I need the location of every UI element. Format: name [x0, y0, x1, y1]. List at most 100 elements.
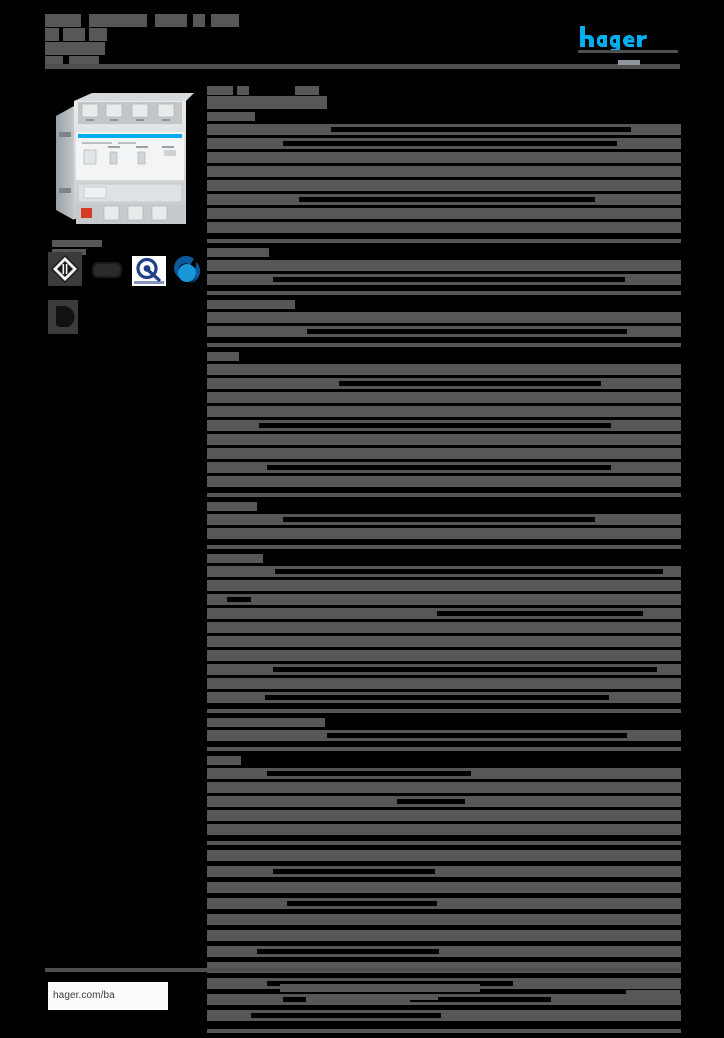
spec-row-background — [207, 946, 681, 957]
spec-row-background — [207, 782, 681, 793]
spec-leader-dots — [339, 381, 601, 386]
spec-text-block — [207, 678, 681, 689]
spec-row — [207, 124, 681, 135]
spec-text-line — [207, 392, 681, 403]
spec-text-line — [207, 208, 681, 219]
spec-text-block — [207, 622, 681, 633]
spec-leader-dots — [259, 423, 611, 428]
left-column — [48, 88, 198, 255]
page-title-block — [155, 14, 187, 27]
spec-row-background — [207, 866, 681, 877]
spec-row — [207, 1010, 681, 1023]
spec-text-line — [207, 152, 681, 163]
spec-text-block — [207, 650, 681, 661]
spec-section-title — [207, 352, 239, 361]
spec-text-block — [207, 580, 681, 591]
page-title — [45, 14, 345, 68]
spec-row — [207, 378, 681, 389]
section-divider — [207, 493, 681, 497]
spec-row — [207, 930, 681, 943]
spec-row — [207, 420, 681, 431]
spec-row — [207, 326, 681, 337]
spec-text-line — [207, 434, 681, 445]
spec-text-line — [207, 580, 681, 591]
blue-loop-logo — [172, 255, 204, 286]
spec-row — [207, 796, 681, 807]
spec-row — [207, 866, 681, 879]
page-subtitle-block — [45, 42, 105, 55]
footer-text-block — [306, 994, 410, 1002]
main-content — [207, 86, 681, 1038]
spec-row — [207, 978, 681, 991]
spec-text-line — [207, 824, 681, 835]
spec-sections — [207, 112, 681, 835]
spec-tail — [207, 841, 681, 1033]
spec-text-block — [207, 810, 681, 821]
spec-row — [207, 768, 681, 779]
spec-leader-dots — [437, 611, 643, 616]
page-subtitle-block — [69, 56, 99, 66]
spec-text-line — [207, 622, 681, 633]
footer-url[interactable]: hager.com/ba — [53, 990, 115, 1001]
spec-row — [207, 462, 681, 473]
page-title-block — [211, 14, 239, 27]
spec-text-block — [207, 528, 681, 539]
spec-leader-dots — [299, 197, 595, 202]
footer-page-number — [600, 980, 700, 1004]
spec-text-block — [207, 636, 681, 647]
content-heading-block — [207, 96, 327, 109]
page-subtitle-block — [45, 56, 63, 66]
spec-text-block — [207, 434, 681, 445]
spec-text-block — [207, 448, 681, 459]
section-divider — [207, 1029, 681, 1033]
footer-url-box[interactable]: hager.com/ba — [48, 982, 168, 1010]
spec-row — [207, 138, 681, 149]
spec-row — [207, 962, 681, 975]
spec-leader-dots — [273, 277, 625, 282]
spec-text-block — [207, 476, 681, 487]
spec-text-line — [207, 166, 681, 177]
drop-certification-mark — [48, 300, 78, 334]
spec-row — [207, 782, 681, 793]
spec-leader-dots — [273, 667, 657, 672]
page-title-block — [45, 14, 81, 27]
spec-leader-dots — [287, 901, 437, 906]
spec-value-segment — [575, 769, 609, 778]
oval-certification-mark — [92, 262, 122, 278]
spec-leader-dots — [227, 597, 251, 602]
spec-text-line — [207, 678, 681, 689]
footer-page-block — [626, 990, 680, 1000]
spec-text-line — [207, 650, 681, 661]
spec-leader-dots — [283, 517, 595, 522]
spec-text-block — [207, 260, 681, 271]
spec-text-block — [207, 208, 681, 219]
spec-value-segment — [531, 769, 567, 778]
spec-row — [207, 274, 681, 285]
spec-leader-dots — [267, 465, 611, 470]
section-divider — [207, 841, 681, 845]
spec-leader-dots — [267, 981, 513, 986]
spec-row — [207, 692, 681, 703]
spec-row-background — [207, 914, 681, 925]
spec-text-line — [207, 222, 681, 233]
spec-text-block — [207, 312, 681, 323]
spec-row-background — [207, 962, 681, 973]
section-divider — [207, 709, 681, 713]
spec-leader-dots — [283, 141, 617, 146]
spec-value-segment — [465, 797, 625, 806]
product-caption-block — [52, 240, 102, 247]
spec-text-line — [207, 476, 681, 487]
spec-leader-dots — [331, 127, 631, 132]
spec-row — [207, 514, 681, 525]
diamond-certification-mark — [48, 252, 82, 286]
spec-section — [207, 291, 681, 337]
content-heading — [207, 86, 681, 112]
spec-text-block — [207, 152, 681, 163]
section-divider — [207, 239, 681, 243]
content-heading-block — [295, 86, 319, 95]
spec-section — [207, 747, 681, 835]
spec-row — [207, 914, 681, 927]
spec-row — [207, 898, 681, 911]
spec-text-line — [207, 406, 681, 417]
spec-text-line — [207, 180, 681, 191]
